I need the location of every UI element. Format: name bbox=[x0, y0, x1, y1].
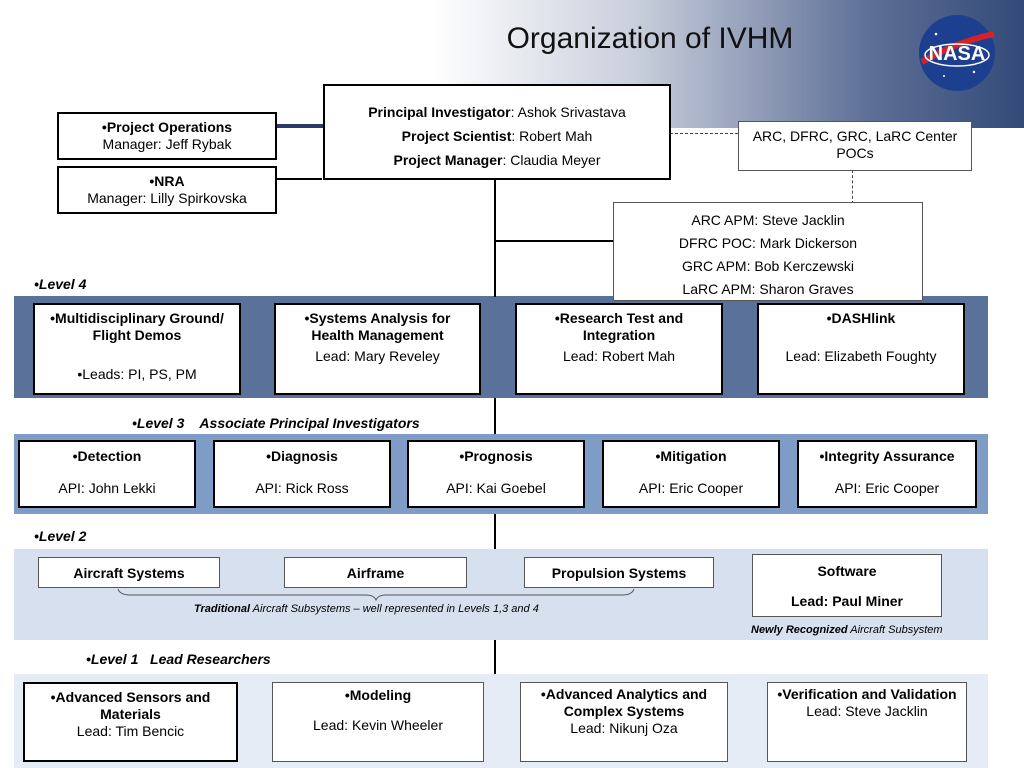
level1-box-title: •Advanced Analytics and Complex Systems bbox=[540, 686, 708, 719]
level1-box-title: •Modeling bbox=[344, 687, 412, 703]
apm-item: LaRC APM: Sharon Graves bbox=[682, 281, 854, 297]
newly-bold: Newly Recognized bbox=[751, 624, 848, 636]
level2-box-airframe: Airframe bbox=[284, 557, 467, 588]
level3-box-lead: API: Kai Goebel bbox=[446, 480, 546, 496]
level3-box-mitigation: •Mitigation API: Eric Cooper bbox=[602, 440, 780, 508]
pm-label: Project Manager bbox=[393, 152, 503, 168]
traditional-bold: Traditional bbox=[194, 603, 251, 615]
software-title: Software bbox=[817, 563, 877, 579]
level1-box-title: •Advanced Sensors and Materials bbox=[50, 689, 211, 722]
level4-box-systems-analysis: •Systems Analysis for Health Management … bbox=[274, 303, 481, 395]
level2-box-propulsion: Propulsion Systems bbox=[524, 557, 714, 588]
level2-box-title: Airframe bbox=[346, 565, 405, 581]
level3-box-prognosis: •Prognosis API: Kai Goebel bbox=[407, 440, 585, 508]
apm-pocs-connector bbox=[852, 170, 853, 204]
level3-box-title: •Mitigation bbox=[655, 448, 727, 464]
center-pocs-text: ARC, DFRC, GRC, LaRC Center POCs bbox=[752, 128, 958, 161]
level4-box-dashlink: •DASHlink Lead: Elizabeth Foughty bbox=[757, 303, 965, 395]
level4-box-demos: •Multidisciplinary Ground/ Flight Demos … bbox=[33, 303, 241, 395]
level4-box-lead: •Leads: PI, PS, PM bbox=[77, 366, 197, 382]
level1-box-sensors: •Advanced Sensors and Materials Lead: Ti… bbox=[23, 682, 238, 762]
trunk-line-l2-l1 bbox=[494, 640, 496, 674]
project-ops-label: •Project Operations bbox=[101, 119, 233, 135]
level4-box-title: •Research Test and Integration bbox=[554, 310, 684, 343]
project-ops-manager: Manager: Jeff Rybak bbox=[102, 136, 232, 152]
traditional-rest: Aircraft Subsystems – well represented i… bbox=[250, 603, 539, 615]
level2-box-aircraft-systems: Aircraft Systems bbox=[38, 557, 220, 588]
ps-value: : Robert Mah bbox=[511, 128, 593, 144]
level4-box-title: •Systems Analysis for Health Management bbox=[304, 310, 451, 343]
pi-value: : Ashok Srivastava bbox=[510, 104, 626, 120]
level1-box-lead: Lead: Tim Bencic bbox=[76, 723, 185, 739]
project-operations-box: •Project Operations Manager: Jeff Rybak bbox=[57, 112, 277, 160]
level3-box-lead: API: Eric Cooper bbox=[834, 480, 940, 496]
level1-box-title: •Verification and Validation bbox=[777, 686, 957, 702]
nra-connector bbox=[276, 178, 322, 180]
level4-box-lead: Lead: Mary Reveley bbox=[315, 348, 440, 364]
level1-box-lead: Lead: Nikunj Oza bbox=[570, 720, 678, 736]
level4-box-title: •Multidisciplinary Ground/ Flight Demos bbox=[50, 310, 224, 343]
level1-box-lead: Lead: Kevin Wheeler bbox=[313, 717, 443, 733]
apm-item: GRC APM: Bob Kerczewski bbox=[682, 258, 854, 274]
level3-box-lead: API: John Lekki bbox=[58, 480, 156, 496]
pi-label: Principal Investigator bbox=[368, 104, 511, 120]
level2-label: •Level 2 bbox=[34, 528, 87, 544]
nra-manager: Manager: Lilly Spirkovska bbox=[87, 190, 247, 206]
center-pocs-box: ARC, DFRC, GRC, LaRC Center POCs bbox=[738, 121, 972, 171]
project-ops-connector bbox=[276, 124, 324, 128]
nra-label: •NRA bbox=[149, 173, 185, 189]
trunk-line-l4-l3 bbox=[494, 398, 496, 434]
pm-value: : Claudia Meyer bbox=[502, 152, 601, 168]
nra-box: •NRA Manager: Lilly Spirkovska bbox=[57, 166, 277, 214]
level4-box-title: •DASHlink bbox=[826, 310, 896, 326]
center-pocs-connector bbox=[670, 133, 738, 134]
newly-recognized-caption: Newly Recognized Aircraft Subsystem bbox=[751, 624, 943, 636]
level1-box-lead: Lead: Steve Jacklin bbox=[806, 703, 928, 719]
level4-box-research-test: •Research Test and Integration Lead: Rob… bbox=[515, 303, 723, 395]
apm-connector bbox=[494, 240, 614, 242]
apm-list-box: ARC APM: Steve Jacklin DFRC POC: Mark Di… bbox=[613, 202, 923, 301]
newly-rest: Aircraft Subsystem bbox=[847, 624, 943, 636]
level3-box-title: •Prognosis bbox=[459, 448, 533, 464]
level3-box-diagnosis: •Diagnosis API: Rick Ross bbox=[213, 440, 391, 508]
level3-box-lead: API: Rick Ross bbox=[255, 480, 349, 496]
principal-investigator-box: Principal Investigator: Ashok Srivastava… bbox=[323, 84, 671, 180]
apm-item: ARC APM: Steve Jacklin bbox=[691, 212, 845, 228]
ps-label: Project Scientist bbox=[401, 128, 512, 144]
level2-box-title: Propulsion Systems bbox=[551, 565, 687, 581]
traditional-caption: Traditional Aircraft Subsystems – well r… bbox=[194, 603, 539, 615]
level3-label: •Level 3 Associate Principal Investigato… bbox=[132, 415, 420, 431]
level2-box-title: Aircraft Systems bbox=[73, 565, 185, 581]
nasa-logo: NASA bbox=[919, 15, 995, 91]
apm-item: DFRC POC: Mark Dickerson bbox=[678, 235, 858, 251]
level4-box-lead: Lead: Elizabeth Foughty bbox=[785, 348, 937, 364]
level4-label: •Level 4 bbox=[34, 276, 87, 292]
trunk-line-l3-l2 bbox=[494, 514, 496, 549]
level3-box-detection: •Detection API: John Lekki bbox=[18, 440, 196, 508]
level1-box-analytics: •Advanced Analytics and Complex Systems … bbox=[520, 682, 728, 762]
page-title: Organization of IVHM bbox=[506, 22, 794, 55]
software-lead: Lead: Paul Miner bbox=[790, 593, 904, 609]
level1-box-verification: •Verification and Validation Lead: Steve… bbox=[767, 682, 967, 762]
traditional-brace bbox=[117, 588, 635, 601]
software-box: Software Lead: Paul Miner bbox=[752, 554, 942, 617]
level1-label: •Level 1 Lead Researchers bbox=[86, 651, 271, 667]
level3-box-title: •Detection bbox=[72, 448, 142, 464]
level4-box-lead: Lead: Robert Mah bbox=[562, 348, 676, 364]
trunk-line-top bbox=[494, 179, 496, 297]
level3-box-title: •Integrity Assurance bbox=[819, 448, 955, 464]
level1-box-modeling: •Modeling Lead: Kevin Wheeler bbox=[272, 682, 484, 762]
level3-box-integrity: •Integrity Assurance API: Eric Cooper bbox=[797, 440, 977, 508]
svg-text:NASA: NASA bbox=[929, 43, 986, 65]
level3-box-lead: API: Eric Cooper bbox=[638, 480, 744, 496]
level3-box-title: •Diagnosis bbox=[266, 448, 338, 464]
